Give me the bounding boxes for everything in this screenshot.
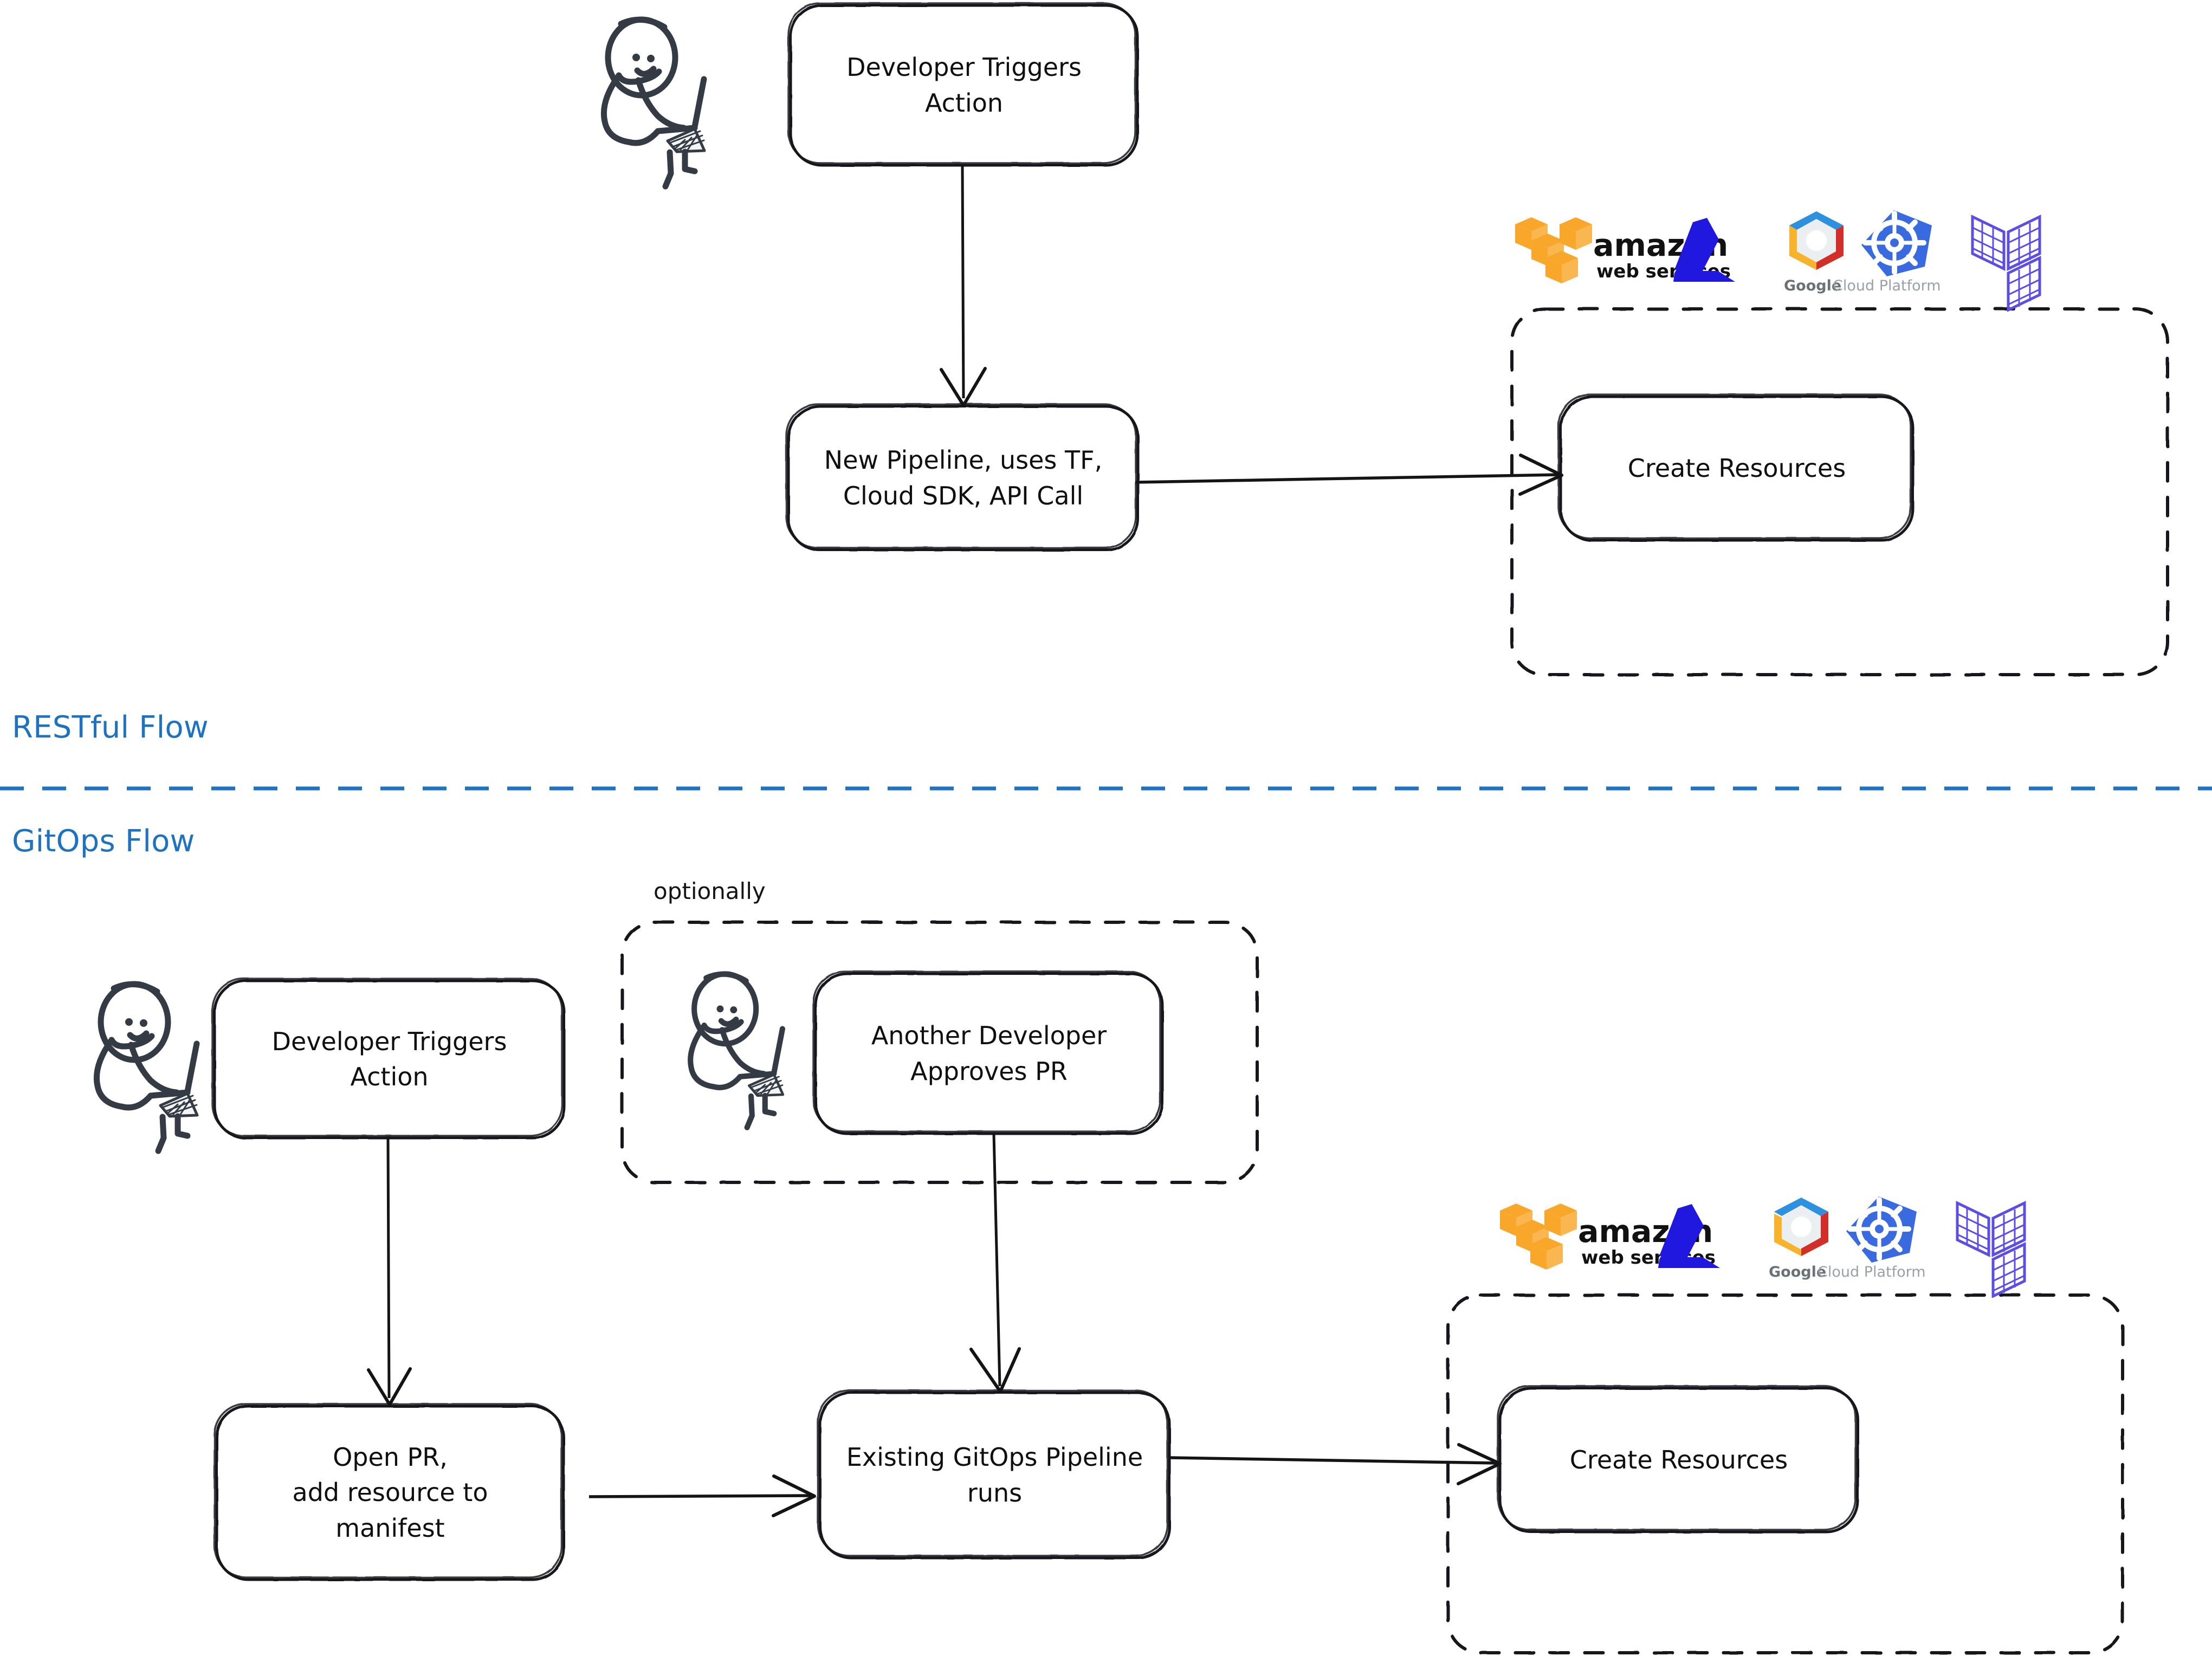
node-git-approve[interactable]: Another Developer Approves PR	[816, 974, 1162, 1134]
kubernetes-logo	[1861, 210, 1932, 276]
node-rest-trigger[interactable]: Developer Triggers Action	[791, 5, 1137, 165]
rest-cloud-group	[1510, 307, 2169, 676]
gcp-logo: Google Cloud Platform	[1784, 211, 1941, 294]
node-shape-rest-trigger[interactable]	[787, 2, 1139, 167]
node-label: Open PR, add resource to manifest	[292, 1442, 488, 1543]
node-shape-git-openpr[interactable]	[214, 1403, 565, 1581]
person-developer-icon	[600, 16, 707, 190]
azure-logo	[1658, 1204, 1720, 1268]
gcp-logo: Google Cloud Platform	[1769, 1198, 1926, 1280]
kubernetes-logo	[1846, 1196, 1917, 1263]
node-git-openpr[interactable]: Open PR, add resource to manifest	[217, 1406, 564, 1580]
edge-git-pipeline-to-create	[1169, 1443, 1502, 1485]
gcp-suffix: Cloud Platform	[1818, 1264, 1926, 1280]
person-developer-icon	[93, 981, 200, 1154]
cloud-logo-row: amazon web services Google Cloud Platfor…	[1512, 206, 2173, 312]
node-git-create[interactable]: Create Resources	[1500, 1388, 1858, 1532]
node-shape-rest-create[interactable]	[1557, 393, 1915, 542]
node-label: Developer Triggers Action	[846, 53, 1082, 118]
node-git-pipeline[interactable]: Existing GitOps Pipeline runs	[820, 1393, 1169, 1558]
node-git-trigger[interactable]: Developer Triggers Action	[215, 981, 564, 1138]
gcp-suffix: Cloud Platform	[1833, 277, 1941, 294]
node-label: Developer Triggers Action	[271, 1026, 507, 1091]
node-shape-git-pipeline[interactable]	[817, 1389, 1171, 1560]
person-developer-icon	[688, 971, 786, 1130]
node-shape-git-create[interactable]	[1497, 1385, 1859, 1534]
node-label: Create Resources	[1569, 1445, 1788, 1474]
edge-git-approve-to-pipeline	[969, 1133, 1021, 1393]
cloud-logo-row: amazon web services Google Cloud Platfor…	[1497, 1192, 2158, 1298]
terraform-logo	[1971, 215, 2041, 312]
node-shape-git-approve[interactable]	[812, 971, 1164, 1135]
node-rest-pipeline[interactable]: New Pipeline, uses TF, Cloud SDK, API Ca…	[788, 406, 1138, 550]
edge-rest-trigger-to-pipeline	[940, 165, 987, 407]
node-rest-create[interactable]: Create Resources	[1561, 397, 1913, 540]
node-label: New Pipeline, uses TF, Cloud SDK, API Ca…	[824, 445, 1103, 510]
node-label: Create Resources	[1627, 453, 1846, 483]
flow-label-gitops: GitOps Flow	[12, 824, 195, 859]
node-label: Existing GitOps Pipeline runs	[846, 1442, 1143, 1508]
edge-git-openpr-to-pipeline	[588, 1474, 816, 1517]
node-label: Another Developer Approves PR	[871, 1021, 1107, 1086]
gcp-brand: Google	[1784, 277, 1841, 294]
gitops-optional-group	[620, 921, 1259, 1184]
edge-rest-pipeline-to-create	[1135, 454, 1563, 496]
terraform-logo	[1956, 1201, 2026, 1298]
gcp-brand: Google	[1769, 1264, 1826, 1280]
optional-label: optionally	[654, 878, 766, 904]
flow-label-restful: RESTful Flow	[12, 710, 209, 745]
edge-git-trigger-to-openpr	[367, 1137, 412, 1406]
azure-logo	[1673, 218, 1735, 282]
gitops-cloud-group	[1446, 1293, 2124, 1654]
